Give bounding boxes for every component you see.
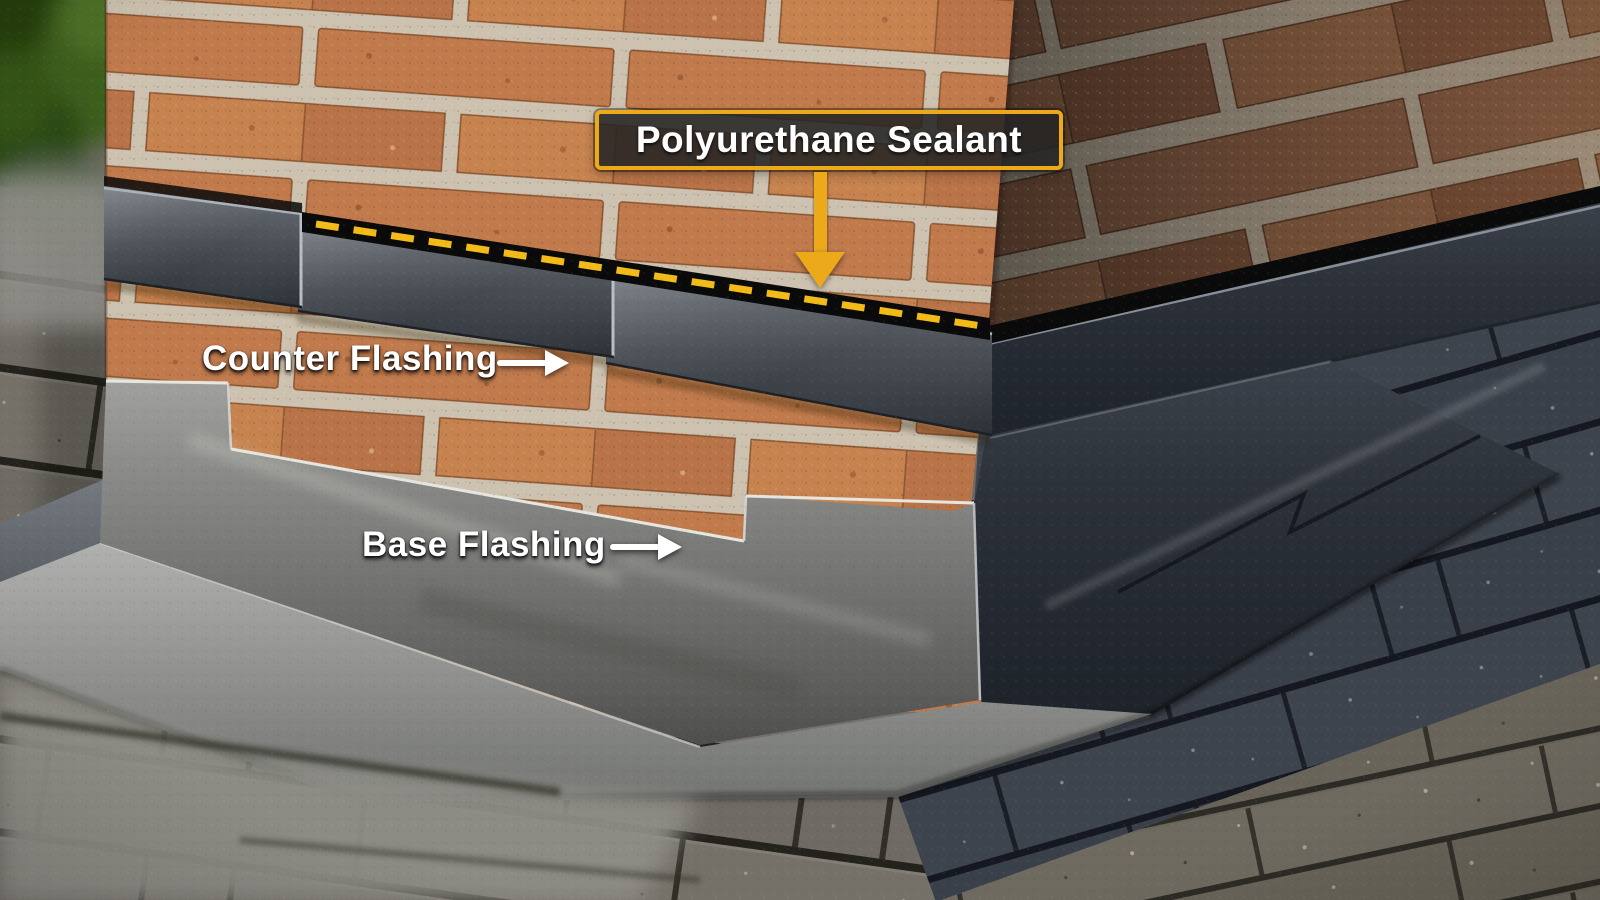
base-flashing-label: Base Flashing <box>362 525 606 564</box>
arrow-shaft <box>610 544 660 550</box>
arrow-down-icon <box>795 252 845 288</box>
arrow-shaft <box>497 360 547 366</box>
base-flashing-arrow <box>610 534 690 560</box>
sealant-label: Polyurethane Sealant <box>635 119 1023 160</box>
arrow-right-icon <box>545 350 569 376</box>
arrow-right-icon <box>658 534 682 560</box>
sealant-arrow-shaft <box>814 172 827 254</box>
counter-flashing-arrow <box>497 350 577 376</box>
counter-flashing-label: Counter Flashing <box>202 339 498 378</box>
sealant-callout-box: Polyurethane Sealant <box>595 110 1063 170</box>
